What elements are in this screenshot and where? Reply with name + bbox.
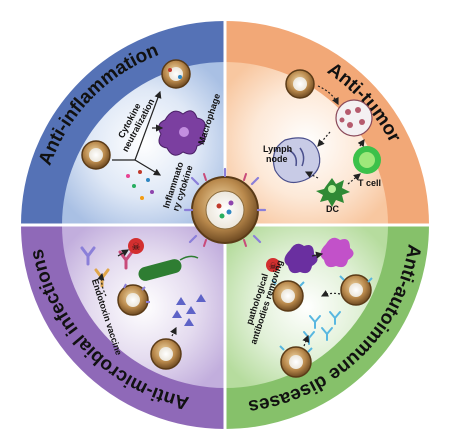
label-node: node	[266, 154, 288, 164]
cell-membrane-nanoparticle-icon	[161, 59, 191, 89]
cell-membrane-nanoparticle-icon	[271, 279, 305, 312]
cell-membrane-nanoparticle-icon	[150, 338, 182, 370]
tumor-cell-icon	[335, 99, 373, 137]
lymph-node-icon	[272, 137, 321, 183]
inner-blue	[62, 62, 225, 225]
immune-cell-icon	[320, 237, 354, 268]
tumor-content: Lymph node T cell DC	[263, 69, 381, 214]
svg-text:☠: ☠	[269, 262, 277, 272]
cell-membrane-nanoparticle-icon	[285, 69, 315, 99]
label-lymph: Lymph	[263, 144, 292, 154]
svg-text:☠: ☠	[132, 242, 141, 253]
label-t-cell: T cell	[358, 178, 381, 188]
immune-cell-icon	[284, 243, 318, 274]
label-dc: DC	[326, 204, 339, 214]
cell-membrane-nanoparticle-icon	[117, 283, 150, 316]
toxin-particles	[172, 294, 206, 326]
toxin-icon: ☠	[266, 258, 280, 272]
cell-membrane-nanoparticle-icon	[279, 345, 313, 378]
t-cell-icon	[353, 146, 381, 174]
central-nanoparticle-icon	[183, 167, 267, 247]
toxin-icon: ☠	[128, 238, 144, 254]
bacteria-icon	[138, 255, 199, 281]
cytokine-dots	[126, 170, 154, 200]
antibody-icon	[303, 311, 341, 345]
cell-membrane-nanoparticle-icon	[81, 140, 111, 170]
inner-green	[225, 225, 388, 388]
dendritic-cell-icon	[316, 178, 350, 207]
cell-membrane-nanoparticle-icon	[339, 274, 373, 306]
